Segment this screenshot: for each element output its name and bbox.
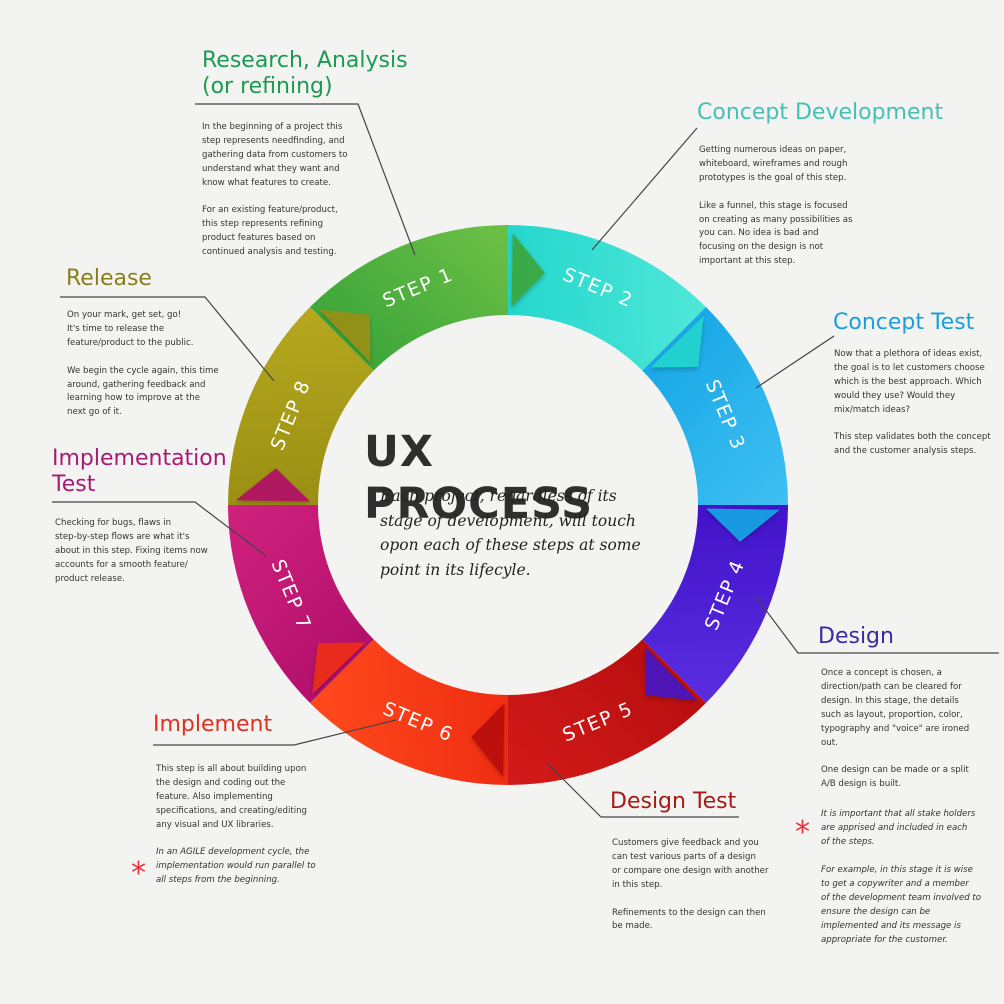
leader-line-step4 [755, 596, 999, 654]
step-8-fold [236, 468, 311, 502]
section-concept-development-text: Getting numerous ideas on paper, whitebo… [699, 145, 853, 267]
section-design-heading: Design [818, 624, 894, 649]
section-research-heading: Research, Analysis (or refining) [202, 48, 408, 99]
step-8-segment [228, 307, 374, 505]
step-5-fold [645, 647, 697, 701]
page-subtitle: Each project, regardless of its stage of… [380, 487, 641, 579]
step-1-fold [319, 309, 371, 363]
leader-line-step8 [60, 296, 275, 382]
step-2-fold [511, 233, 545, 308]
leader-line-step7 [52, 501, 267, 557]
step-6-segment [310, 639, 508, 785]
section-concept-development: Concept Development [697, 100, 997, 126]
section-concept-test-body: Now that a plethora of ideas exist, the … [834, 348, 1002, 459]
section-concept-test-text: Now that a plethora of ideas exist, the … [834, 349, 991, 457]
section-implement-note-block: In an AGILE development cycle, the imple… [156, 846, 336, 888]
section-research-body: In the beginning of a project this step … [202, 121, 372, 260]
section-design-test-heading: Design Test [610, 789, 737, 814]
section-research-text: In the beginning of a project this step … [202, 122, 348, 258]
step-4-segment [642, 505, 788, 703]
section-implement-body: This step is all about building upon the… [156, 763, 331, 833]
section-release-heading: Release [66, 266, 152, 291]
section-design-test-body: Customers give feedback and you can test… [612, 837, 787, 934]
section-design-text: Once a concept is chosen, a direction/pa… [821, 668, 970, 790]
section-concept-test: Concept Test [833, 310, 1003, 336]
section-release: Release [66, 266, 186, 292]
section-implementation-test-heading: Implementation Test [52, 446, 227, 497]
asterisk-icon: * [131, 856, 146, 891]
page-title: UX PROCESS [364, 427, 594, 529]
section-implement-note: In an AGILE development cycle, the imple… [156, 847, 316, 885]
section-implement-text: This step is all about building upon the… [156, 764, 308, 830]
leader-line-step6 [153, 719, 397, 746]
section-release-body: On your mark, get set, go! It's time to … [67, 309, 237, 420]
step-2-segment [508, 225, 706, 371]
section-design: Design [818, 624, 968, 650]
step-6-fold [471, 702, 505, 777]
leader-line-step5 [547, 763, 739, 818]
section-implementation-test-text: Checking for bugs, flaws in step-by-step… [55, 518, 208, 584]
section-design-test: Design Test [610, 789, 790, 815]
section-design-note1: It is important that all stake holders a… [821, 809, 976, 847]
step-3-fold [650, 316, 704, 368]
step-7-fold [312, 642, 366, 694]
section-implement-heading: Implement [153, 712, 273, 737]
section-implementation-test-body: Checking for bugs, flaws in step-by-step… [55, 517, 225, 587]
section-design-test-text: Customers give feedback and you can test… [612, 838, 769, 932]
asterisk-icon: * [795, 815, 810, 850]
leader-line-step1 [195, 103, 416, 256]
section-design-body: Once a concept is chosen, a direction/pa… [821, 667, 1001, 792]
section-implementation-test: Implementation Test [52, 446, 232, 498]
section-concept-test-heading: Concept Test [833, 310, 975, 335]
section-concept-development-heading: Concept Development [697, 100, 944, 125]
leader-line-step2 [591, 127, 698, 251]
section-research: Research, Analysis (or refining) [202, 48, 442, 100]
section-design-note2: For example, in this stage it is wise to… [821, 865, 982, 945]
section-release-text: On your mark, get set, go! It's time to … [67, 310, 219, 418]
section-implement: Implement [153, 712, 323, 738]
step-4-fold [705, 508, 780, 542]
section-design-note1-block: It is important that all stake holders a… [821, 808, 1003, 850]
section-concept-development-body: Getting numerous ideas on paper, whitebo… [699, 144, 874, 269]
leader-line-step3 [755, 335, 835, 389]
section-design-note2-block: For example, in this stage it is wise to… [821, 864, 1003, 947]
